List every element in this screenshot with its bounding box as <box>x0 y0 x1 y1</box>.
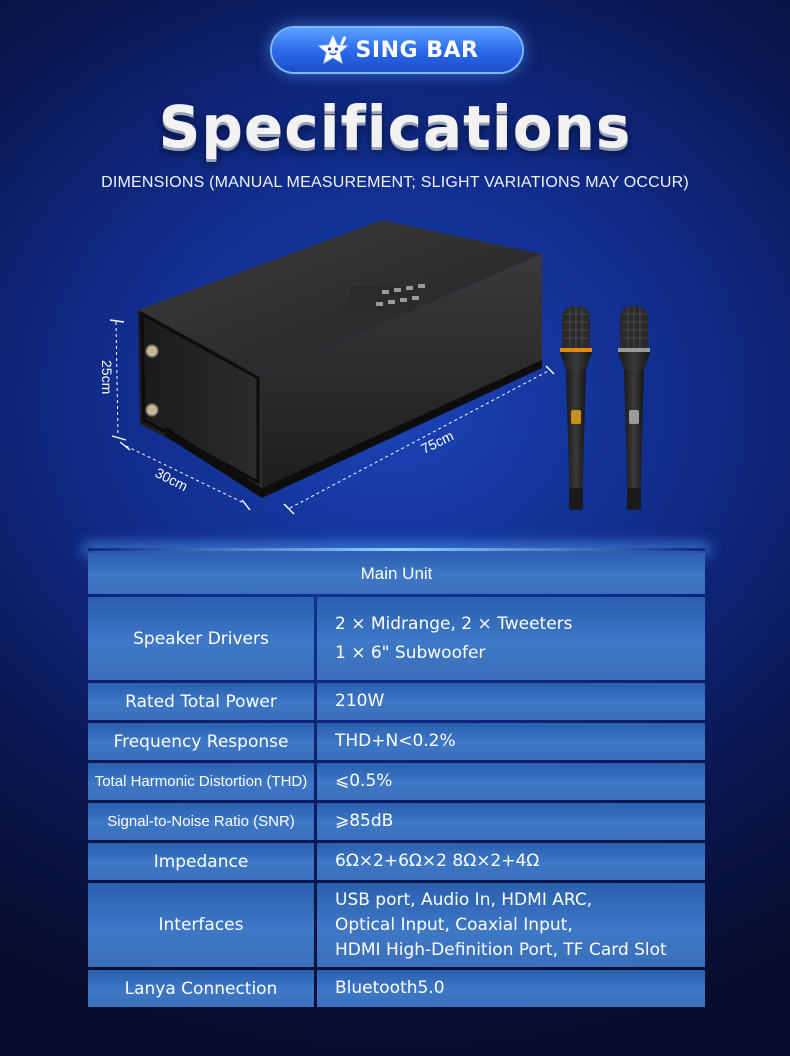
row-label: Total Harmonic Distortion (THD) <box>88 763 314 800</box>
height-dimension: 25cm <box>99 360 115 394</box>
row-label: Rated Total Power <box>88 683 314 720</box>
row-value: ⩽0.5% <box>317 763 705 800</box>
table-row: Total Harmonic Distortion (THD) ⩽0.5% <box>88 763 705 800</box>
row-label: Lanya Connection <box>88 970 314 1007</box>
table-row: Interfaces USB port, Audio In, HDMI ARC,… <box>88 883 705 967</box>
value-line: 1 × 6" Subwoofer <box>335 642 486 663</box>
page-title: Specifications <box>158 93 632 161</box>
row-value: Bluetooth5.0 <box>317 970 705 1007</box>
dimension-lines <box>115 321 551 509</box>
value-line: Bluetooth5.0 <box>335 978 445 998</box>
table-row: Impedance 6Ω×2+6Ω×2 8Ω×2+4Ω <box>88 843 705 880</box>
microphone-icon <box>560 306 592 510</box>
value-line: ⩽0.5% <box>335 771 393 791</box>
table-row: Lanya Connection Bluetooth5.0 <box>88 970 705 1007</box>
table-glow-divider <box>88 548 705 551</box>
row-label: Interfaces <box>88 883 314 967</box>
row-value: 6Ω×2+6Ω×2 8Ω×2+4Ω <box>317 843 705 880</box>
row-value: ⩾85dB <box>317 803 705 840</box>
depth-dimension: 30cm <box>153 464 191 494</box>
value-line: ⩾85dB <box>335 811 394 831</box>
table-row: Speaker Drivers 2 × Midrange, 2 × Tweete… <box>88 597 705 680</box>
value-line: 2 × Midrange, 2 × Tweeters <box>335 613 573 634</box>
value-line: USB port, Audio In, HDMI ARC, <box>335 889 593 910</box>
row-value: 210W <box>317 683 705 720</box>
soundbar-image <box>138 220 542 498</box>
page-subtitle: DIMENSIONS (MANUAL MEASUREMENT; SLIGHT V… <box>101 174 689 191</box>
table-header: Main Unit <box>88 553 705 594</box>
brand-badge: SING BAR <box>272 28 522 72</box>
value-line: 210W <box>335 691 385 711</box>
microphone-icon <box>618 306 650 510</box>
table-row: Rated Total Power 210W <box>88 683 705 720</box>
row-label: Signal-to-Noise Ratio (SNR) <box>88 803 314 840</box>
spec-table: Main Unit Speaker Drivers 2 × Midrange, … <box>88 553 705 1010</box>
value-line: 6Ω×2+6Ω×2 8Ω×2+4Ω <box>335 851 540 871</box>
product-illustration: 25cm 30cm 75cm <box>99 220 650 515</box>
row-label: Speaker Drivers <box>88 597 314 680</box>
row-value: THD+N<0.2% <box>317 723 705 760</box>
row-value: 2 × Midrange, 2 × Tweeters 1 × 6" Subwoo… <box>317 597 705 680</box>
row-label: Impedance <box>88 843 314 880</box>
value-line: HDMI High-Definition Port, TF Card Slot <box>335 939 667 960</box>
table-header-row: Main Unit <box>88 553 705 594</box>
star-mascot-icon <box>317 34 348 65</box>
row-label: Frequency Response <box>88 723 314 760</box>
value-line: Optical Input, Coaxial Input, <box>335 914 573 935</box>
row-value: USB port, Audio In, HDMI ARC, Optical In… <box>317 883 705 967</box>
value-line: THD+N<0.2% <box>335 731 456 751</box>
brand-label: SING BAR <box>355 37 479 63</box>
table-row: Frequency Response THD+N<0.2% <box>88 723 705 760</box>
width-dimension: 75cm <box>418 427 456 456</box>
table-row: Signal-to-Noise Ratio (SNR) ⩾85dB <box>88 803 705 840</box>
